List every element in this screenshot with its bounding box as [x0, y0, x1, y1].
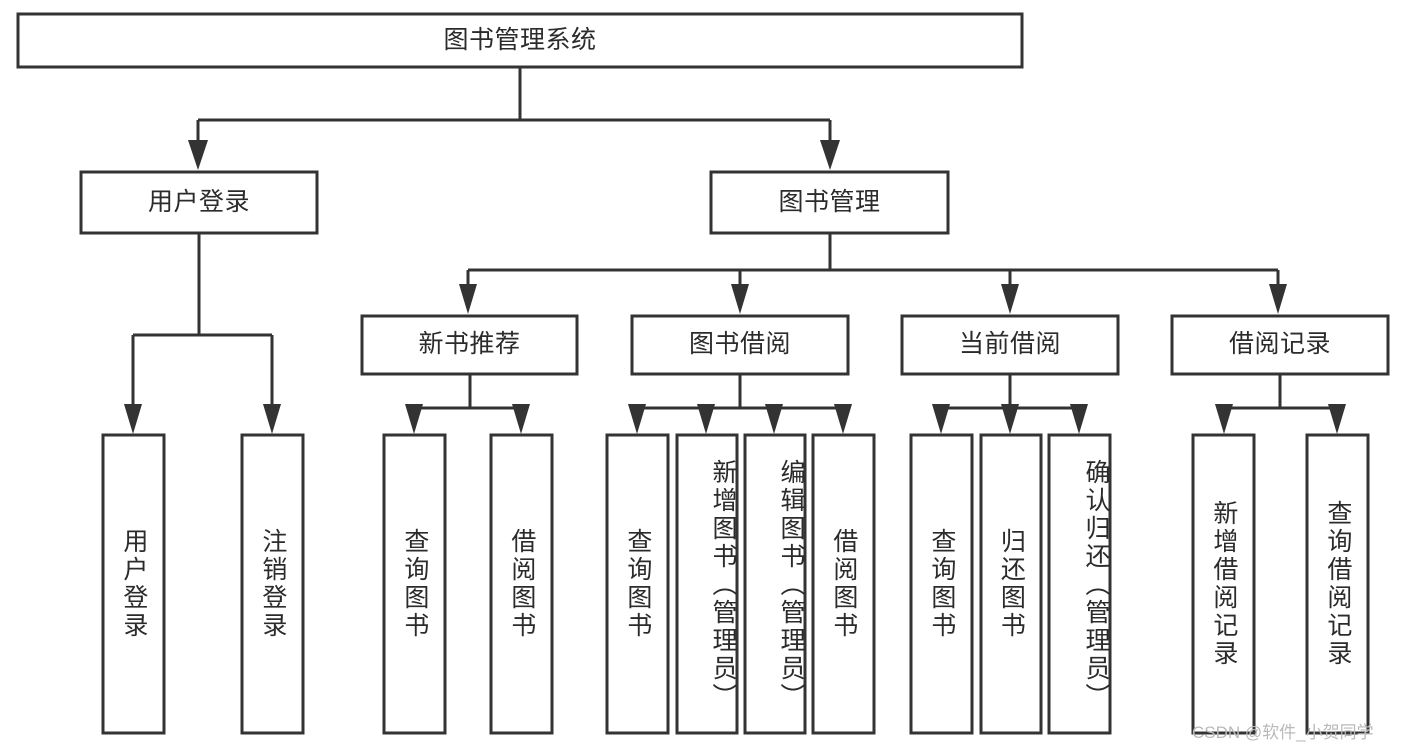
arrow-head-book-manage [820, 140, 840, 170]
arrow-head-br-query-record [1328, 404, 1346, 434]
node-box-leaf-bb-query-book[interactable] [605, 433, 670, 735]
node-box-leaf-bb-edit-book[interactable] [743, 433, 807, 735]
node-box-borrow-record[interactable] [1170, 314, 1390, 376]
arrow-head-bb-edit-book [765, 404, 783, 434]
arrow-head-new-book-rec [459, 284, 477, 314]
node-box-root[interactable] [16, 12, 1024, 69]
node-box-user-login[interactable] [79, 170, 319, 235]
arrow-head-br-add-record [1215, 404, 1233, 434]
node-box-leaf-nbr-borrow-book[interactable] [489, 433, 554, 735]
arrow-head-book-borrow [731, 284, 749, 314]
arrow-head-bb-query-book [628, 404, 646, 434]
arrow-head-bb-borrow-book [834, 404, 852, 434]
node-box-new-book-recommend[interactable] [360, 314, 579, 376]
node-box-book-management[interactable] [709, 170, 950, 235]
node-box-leaf-bb-borrow-book[interactable] [811, 433, 876, 735]
arrow-head-nbr-query-book [405, 404, 423, 434]
node-box-leaf-br-add-record[interactable] [1191, 433, 1256, 735]
arrow-head-current-borrow [1001, 284, 1019, 314]
node-box-book-borrow[interactable] [630, 314, 850, 376]
arrow-head-cb-confirm-return [1070, 404, 1088, 434]
node-box-leaf-br-query-record[interactable] [1305, 433, 1370, 735]
node-box-leaf-user-login[interactable] [101, 433, 166, 735]
arrow-head-borrow-record [1269, 284, 1287, 314]
arrow-head-nbr-borrow-book [512, 404, 530, 434]
node-box-leaf-logout[interactable] [240, 433, 305, 735]
arrow-head-cb-return-book [1001, 404, 1019, 434]
node-box-leaf-nbr-query-book[interactable] [382, 433, 447, 735]
node-box-current-borrow[interactable] [900, 314, 1120, 376]
arrow-head-user-login [188, 140, 208, 170]
arrow-head-leaf-user-login [124, 404, 142, 434]
node-box-leaf-cb-confirm-return[interactable] [1047, 433, 1112, 735]
arrow-head-cb-query-book [932, 404, 950, 434]
arrow-head-leaf-logout [263, 404, 281, 434]
node-box-leaf-cb-query-book[interactable] [909, 433, 974, 735]
node-box-leaf-bb-add-book[interactable] [675, 433, 739, 735]
node-box-leaf-cb-return-book[interactable] [979, 433, 1043, 735]
arrow-head-bb-add-book [697, 404, 715, 434]
